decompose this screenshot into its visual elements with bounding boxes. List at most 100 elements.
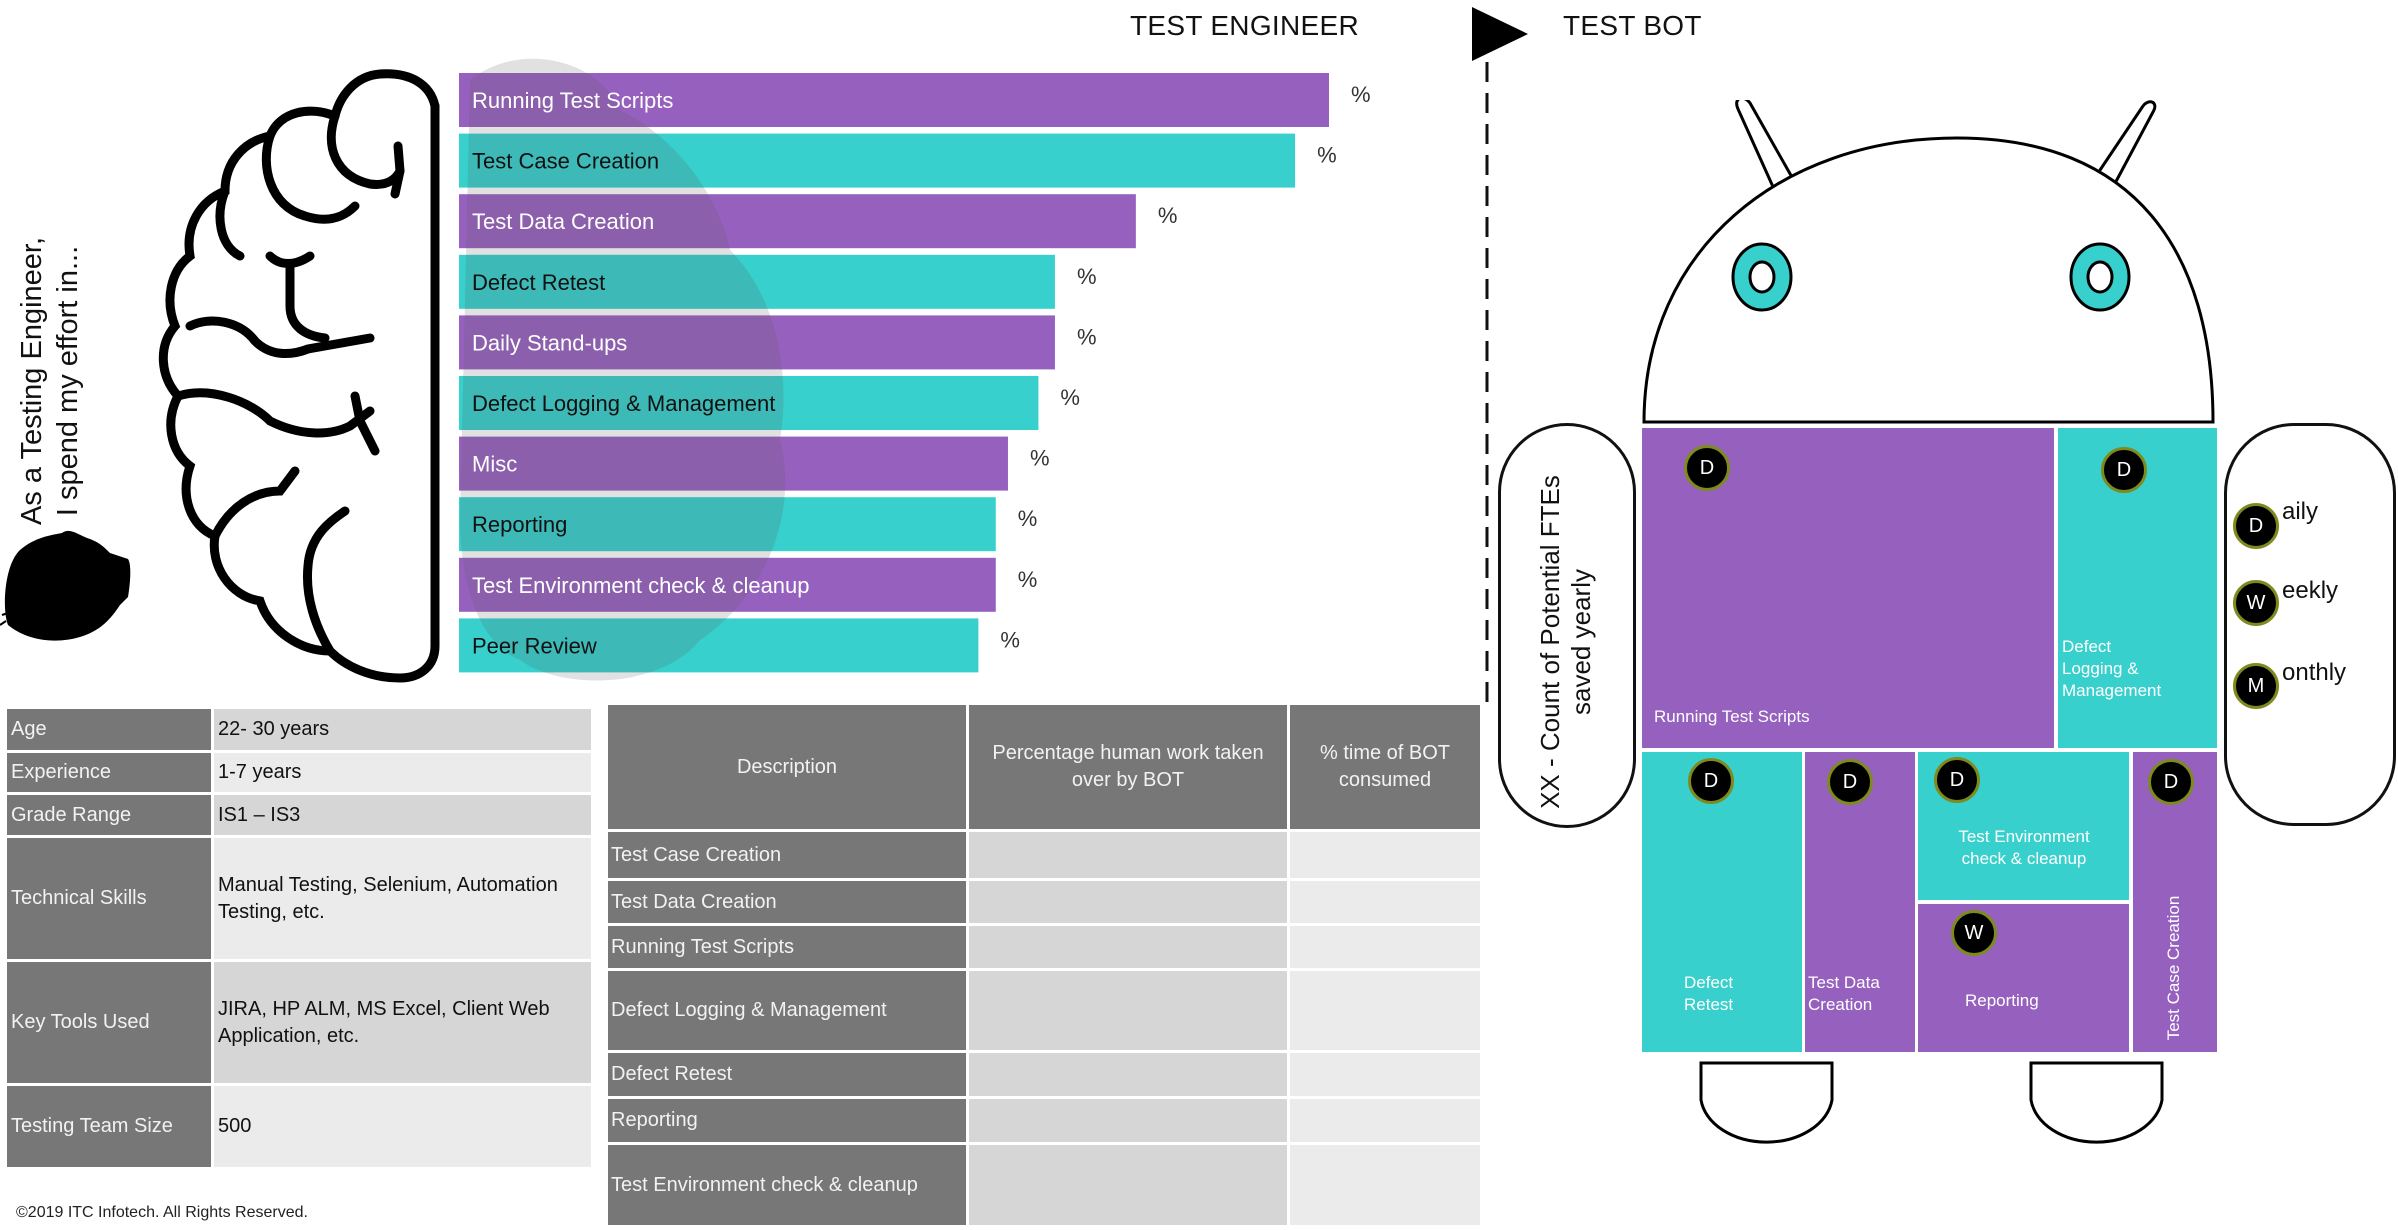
play-triangle-icon bbox=[1472, 7, 1528, 61]
fte-line-1: XX - Count of Potential FTEs bbox=[1535, 475, 1565, 809]
right-leg bbox=[2029, 1061, 2164, 1144]
engineer-profile-table: Age 22- 30 years Experience 1-7 years Gr… bbox=[7, 706, 591, 1170]
profile-value: 22- 30 years bbox=[214, 709, 591, 750]
row-pct-bot[interactable] bbox=[1290, 1099, 1480, 1142]
brain-icon bbox=[158, 69, 440, 683]
profile-value: 500 bbox=[214, 1086, 591, 1167]
bar-label: Peer Review bbox=[472, 633, 597, 658]
bot-work-table: Description Percentage human work taken … bbox=[605, 702, 1483, 1228]
person-head-icon bbox=[0, 530, 131, 641]
row-description: Defect Retest bbox=[608, 1053, 966, 1096]
row-pct-human[interactable] bbox=[969, 1145, 1287, 1225]
header-pct-bot: % time of BOT consumed bbox=[1290, 705, 1480, 829]
profile-key: Testing Team Size bbox=[7, 1086, 214, 1167]
cell-test-data-creation[interactable]: D Test Data Creation bbox=[1805, 752, 1915, 1052]
frequency-badge: D bbox=[1827, 759, 1873, 805]
row-pct-bot[interactable] bbox=[1290, 926, 1480, 968]
bar-running-test-scripts bbox=[459, 73, 1329, 127]
row-pct-bot[interactable] bbox=[1290, 1145, 1480, 1225]
cell-label: Defect Logging & Management bbox=[2062, 637, 2162, 700]
legend-monthly: onthly bbox=[2282, 659, 2347, 686]
profile-key: Age bbox=[7, 709, 214, 750]
bar-peer-review bbox=[459, 618, 979, 673]
row-pct-bot[interactable] bbox=[1290, 1053, 1480, 1096]
table-row: Reporting bbox=[608, 1099, 1480, 1142]
section-divider bbox=[1485, 62, 1489, 702]
left-antenna bbox=[1735, 100, 1795, 190]
cell-test-case-creation[interactable]: D Test Case Creation bbox=[2133, 752, 2217, 1052]
bar-label: Test Case Creation bbox=[472, 149, 659, 174]
cell-label: Test Environment check & cleanup bbox=[1958, 827, 2090, 868]
frequency-badge: D bbox=[2148, 759, 2194, 805]
cell-label: Test Data Creation bbox=[1808, 973, 1880, 1014]
profile-value: JIRA, HP ALM, MS Excel, Client Web Appli… bbox=[214, 962, 591, 1083]
row-pct-bot[interactable] bbox=[1290, 971, 1480, 1050]
bar-test-case-creation bbox=[459, 133, 1296, 188]
test-engineer-title: TEST ENGINEER bbox=[1130, 10, 1359, 41]
copyright-footer: ©2019 ITC Infotech. All Rights Reserved. bbox=[16, 1204, 308, 1221]
bar-label: Reporting bbox=[472, 512, 567, 537]
bar-daily-stand-ups bbox=[459, 315, 1055, 370]
row-description: Test Data Creation bbox=[608, 881, 966, 923]
row-description: Reporting bbox=[608, 1099, 966, 1142]
robot-head bbox=[1642, 136, 2215, 424]
profile-value: Manual Testing, Selenium, Automation Tes… bbox=[214, 838, 591, 959]
profile-row-grade-range: Grade Range IS1 – IS3 bbox=[7, 795, 591, 835]
row-pct-human[interactable] bbox=[969, 832, 1287, 878]
table-row: Test Environment check & cleanup bbox=[608, 1145, 1480, 1225]
bar-defect-retest bbox=[459, 254, 1055, 309]
row-description: Test Environment check & cleanup bbox=[608, 1145, 966, 1225]
profile-key: Grade Range bbox=[7, 795, 214, 835]
profile-value: 1-7 years bbox=[214, 753, 591, 792]
cell-label: Reporting bbox=[1965, 991, 2039, 1010]
brain-shadow bbox=[460, 58, 786, 681]
bar-label: Misc bbox=[472, 452, 517, 477]
legend-daily: aily bbox=[2282, 498, 2319, 525]
table-row: Test Data Creation bbox=[608, 881, 1480, 923]
bar-value-label: % bbox=[1317, 143, 1337, 168]
profile-key: Key Tools Used bbox=[7, 962, 214, 1083]
profile-row-key-tools: Key Tools Used JIRA, HP ALM, MS Excel, C… bbox=[7, 962, 591, 1083]
row-pct-human[interactable] bbox=[969, 881, 1287, 923]
bar-label: Defect Logging & Management bbox=[472, 391, 775, 416]
bar-value-label: % bbox=[1018, 506, 1038, 531]
frequency-badge: W bbox=[1951, 910, 1997, 956]
cell-label: Defect Retest bbox=[1684, 973, 1734, 1014]
row-pct-human[interactable] bbox=[969, 926, 1287, 968]
bar-label: Test Environment check & cleanup bbox=[472, 573, 810, 598]
row-pct-bot[interactable] bbox=[1290, 832, 1480, 878]
right-antenna bbox=[2092, 100, 2157, 190]
table-row: Defect Retest bbox=[608, 1053, 1480, 1096]
legend-weekly: eekly bbox=[2282, 577, 2339, 604]
profile-row-experience: Experience 1-7 years bbox=[7, 753, 591, 792]
cell-test-environment[interactable]: D Test Environment check & cleanup bbox=[1918, 752, 2129, 900]
row-description: Test Case Creation bbox=[608, 832, 966, 878]
monthly-badge: M bbox=[2233, 663, 2279, 709]
bar-test-data-creation bbox=[459, 194, 1136, 249]
row-pct-human[interactable] bbox=[969, 1099, 1287, 1142]
profile-row-technical-skills: Technical Skills Manual Testing, Seleniu… bbox=[7, 838, 591, 959]
row-pct-human[interactable] bbox=[969, 1053, 1287, 1096]
cell-running-test-scripts[interactable]: D Running Test Scripts bbox=[1642, 428, 2054, 748]
profile-key: Technical Skills bbox=[7, 838, 214, 959]
row-description: Running Test Scripts bbox=[608, 926, 966, 968]
bar-label: Running Test Scripts bbox=[472, 88, 673, 113]
cell-reporting[interactable]: W Reporting bbox=[1918, 904, 2129, 1052]
frequency-badge: D bbox=[1934, 757, 1980, 803]
bar-label: Daily Stand-ups bbox=[472, 330, 627, 355]
bar-misc bbox=[459, 436, 1008, 491]
cell-defect-retest[interactable]: D Defect Retest bbox=[1642, 752, 1802, 1052]
profile-row-age: Age 22- 30 years bbox=[7, 709, 591, 750]
bar-value-label: % bbox=[1077, 324, 1097, 349]
bar-value-label: % bbox=[1351, 82, 1371, 107]
bar-label: Test Data Creation bbox=[472, 209, 654, 234]
table-row: Defect Logging & Management bbox=[608, 971, 1480, 1050]
cell-defect-logging[interactable]: D Defect Logging & Management bbox=[2058, 428, 2217, 748]
bar-value-label: % bbox=[1030, 446, 1050, 471]
frequency-badge: D bbox=[2101, 447, 2147, 493]
row-pct-human[interactable] bbox=[969, 971, 1287, 1050]
android-robot-outline bbox=[1642, 100, 2215, 1144]
row-pct-bot[interactable] bbox=[1290, 881, 1480, 923]
table-row: Test Case Creation bbox=[608, 832, 1480, 878]
header-description: Description bbox=[608, 705, 966, 829]
